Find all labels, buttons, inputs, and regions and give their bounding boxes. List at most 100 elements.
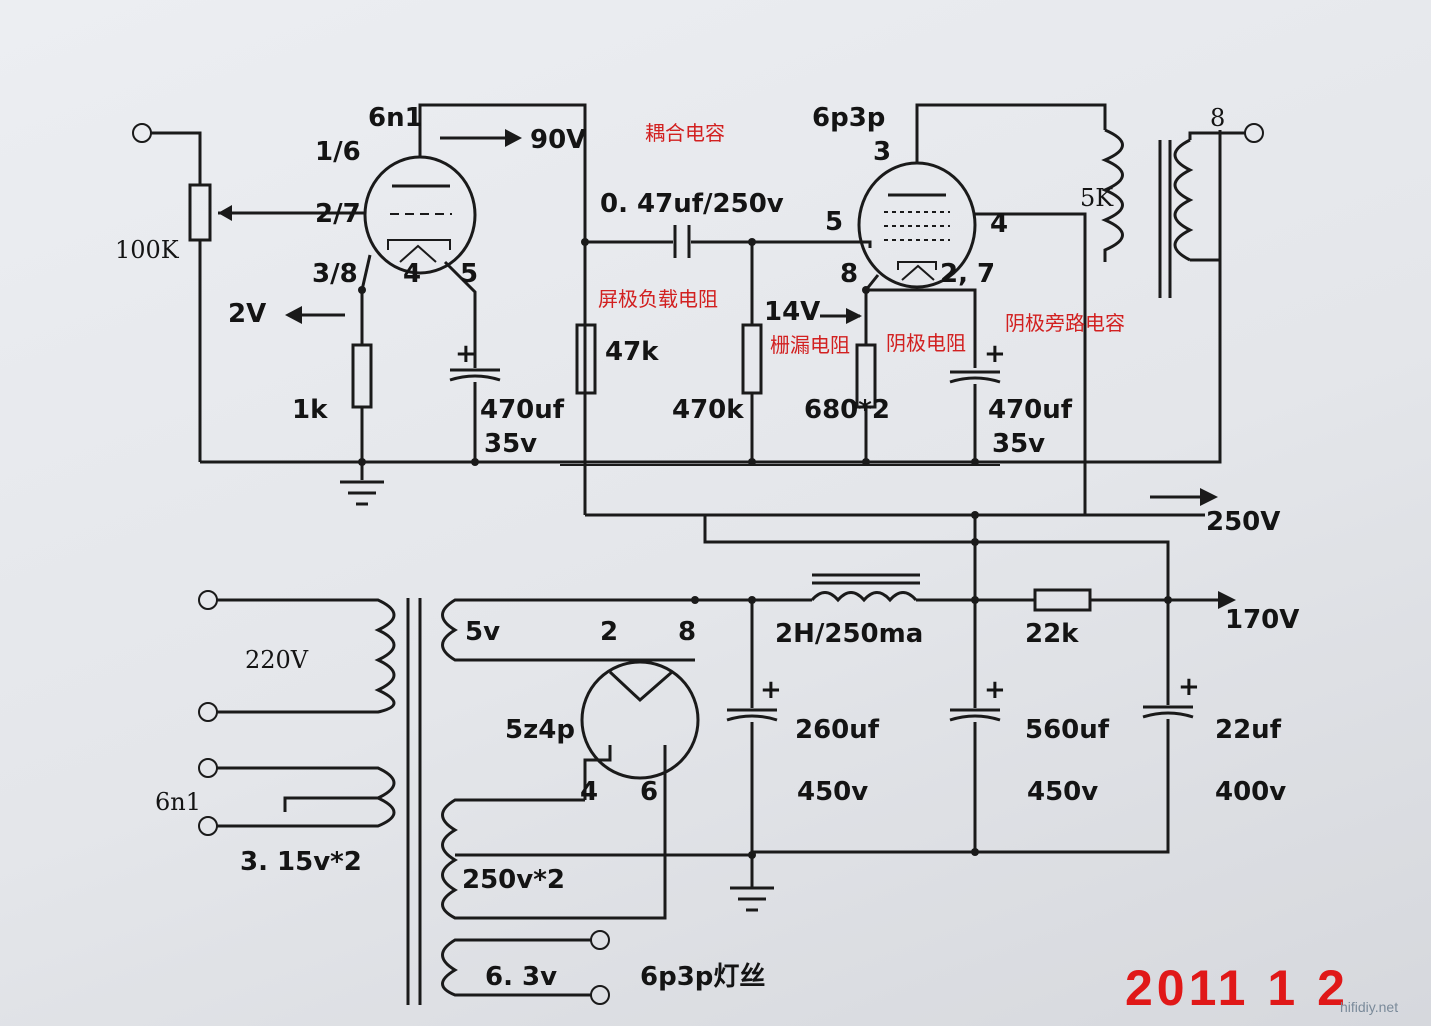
- heater2-terminal-b: [590, 985, 610, 1005]
- heater-tap-label: 6n1: [155, 788, 201, 816]
- v-b2-label: 170V: [1225, 605, 1299, 635]
- tube1-cathode: [387, 239, 451, 250]
- r-cathode2-label: 680*2: [804, 395, 890, 425]
- hv-coil: [441, 798, 667, 920]
- tube1-heater-b-label: 5: [460, 259, 478, 289]
- note-plate-load: 屏极负载电阻: [598, 287, 718, 311]
- c-cathode2-label: 470uf: [988, 395, 1073, 425]
- c2-bottom: [949, 714, 1001, 722]
- wiper-arrow-icon: [218, 205, 232, 221]
- c2-label: 560uf: [1025, 715, 1110, 745]
- photo-date-stamp: 2011 1 2: [1125, 960, 1349, 1016]
- heater2-label: 6p3p灯丝: [640, 962, 765, 992]
- input-section: 100K: [115, 123, 366, 462]
- tube2-heater-label: 2, 7: [940, 259, 995, 289]
- r-cathode1-label: 1k: [292, 395, 328, 425]
- heater1-tap: [283, 796, 378, 812]
- filter-section: + + + 2H/250ma 22k 170V 260uf 450v 560uf…: [695, 573, 1299, 880]
- plate1-load-resistor: [575, 323, 597, 395]
- volume-pot-label: 100K: [115, 236, 180, 264]
- v-cathode1-label: 2V: [228, 299, 266, 329]
- input-wire: [151, 131, 202, 185]
- grid-leak-resistor: [741, 323, 763, 395]
- c-cathode2-v-label: 35v: [992, 429, 1045, 459]
- c2-plus: +: [984, 675, 1006, 705]
- tube2-cathode: [897, 261, 937, 270]
- b-plus-170-feed: [703, 515, 1170, 598]
- rectifier-plate-a: [583, 745, 612, 800]
- tube-6p3p: + 6p3p 3 4 5 8 2, 7 14V 680*2 470uf 35v: [764, 103, 1107, 515]
- input-terminal: [132, 123, 152, 143]
- ground-bus: [200, 130, 1222, 464]
- screen-wire: [975, 212, 1087, 515]
- plate1-wire: [418, 103, 587, 515]
- c1-bottom: [726, 714, 778, 722]
- note-coupling: 耦合电容: [645, 121, 725, 145]
- c1-label: 260uf: [795, 715, 880, 745]
- rect-pin-b-label: 8: [678, 617, 696, 647]
- tube2-heater: [901, 264, 935, 281]
- heater1-terminal-b: [198, 816, 218, 836]
- c-cathode1-v-label: 35v: [484, 429, 537, 459]
- rect-pin-c-label: 4: [580, 777, 598, 807]
- junction-dots: [358, 238, 1172, 859]
- tube2-g2-label: 4: [990, 209, 1008, 239]
- c3-plus: +: [1178, 672, 1200, 702]
- coupling-cap-label: 0. 47uf/250v: [600, 189, 784, 219]
- heater-wire: [443, 260, 477, 368]
- rectifier-tube: 2 8 5z4p 4 6: [505, 617, 700, 807]
- heater-v-label: 3. 15v*2: [240, 847, 362, 877]
- tube1-grid-label: 2/7: [315, 199, 361, 229]
- ot-out-wire: [1188, 131, 1245, 140]
- v-cathode1-arrow-icon: [285, 306, 302, 324]
- v-grid2-label: 14V: [764, 297, 820, 327]
- c3-bottom: [1142, 711, 1194, 719]
- cathode2-bypass-wire: [866, 288, 977, 368]
- tube1-heater: [399, 244, 437, 263]
- tube2-g1-label: 5: [825, 207, 843, 237]
- ground-icon: [340, 480, 384, 506]
- coupling-wire-right: [691, 240, 872, 248]
- c1-v-label: 450v: [797, 777, 868, 807]
- tube2-cathode-label: 8: [840, 259, 858, 289]
- tube1-heater-a-label: 4: [403, 259, 421, 289]
- c-cathode1-bottom: [449, 374, 501, 382]
- note-grid-leak: 栅漏电阻: [770, 333, 850, 357]
- coupling-section: 0. 47uf/250v 47k 470k: [575, 189, 872, 462]
- primary-coil: [217, 598, 396, 714]
- rectifier-filament: [608, 670, 673, 703]
- ground-icon: [730, 880, 774, 912]
- note-cathode-r: 阴极电阻: [886, 331, 966, 355]
- b-plus-250-arrow-icon: [1200, 488, 1218, 506]
- v-b1-label: 250V: [1206, 507, 1280, 537]
- plate2-wire: [915, 103, 1107, 163]
- speaker-terminal: [1244, 123, 1264, 143]
- choke-coil: [810, 591, 918, 603]
- rect-pin-d-label: 6: [640, 777, 658, 807]
- c-cathode2-plus: +: [984, 339, 1006, 369]
- watermark: hifidiy.net: [1340, 999, 1398, 1015]
- c-cathode1-plus: +: [455, 339, 477, 369]
- tube1-cathode-label: 3/8: [312, 259, 358, 289]
- tube2-label: 6p3p: [812, 103, 885, 133]
- mains-terminal-b: [198, 702, 218, 722]
- heater1-terminal-a: [198, 758, 218, 778]
- ot-primary-coil: [1101, 128, 1124, 262]
- choke-label: 2H/250ma: [775, 619, 923, 649]
- c3-wire-bottom: [752, 719, 1170, 854]
- mains-terminal-a: [198, 590, 218, 610]
- c2-v-label: 450v: [1027, 777, 1098, 807]
- output-transformer: 5K 8: [1080, 104, 1264, 298]
- v-plate1-label: 90V: [530, 125, 586, 155]
- ot-primary-label: 5K: [1080, 184, 1114, 212]
- v-plate1-arrow-icon: [505, 129, 522, 147]
- rect-pin-a-label: 2: [600, 617, 618, 647]
- rectifier-label: 5z4p: [505, 715, 575, 745]
- drop-resistor: [1033, 588, 1092, 612]
- rectifier-envelope: [580, 660, 700, 780]
- tube-6n1: + 6n1 1/6 2/7 3/8 4 5 1k 470uf 35v 90V 2…: [228, 103, 587, 515]
- rect-heater-label: 5v: [465, 617, 500, 647]
- r-plate1-label: 47k: [605, 337, 659, 367]
